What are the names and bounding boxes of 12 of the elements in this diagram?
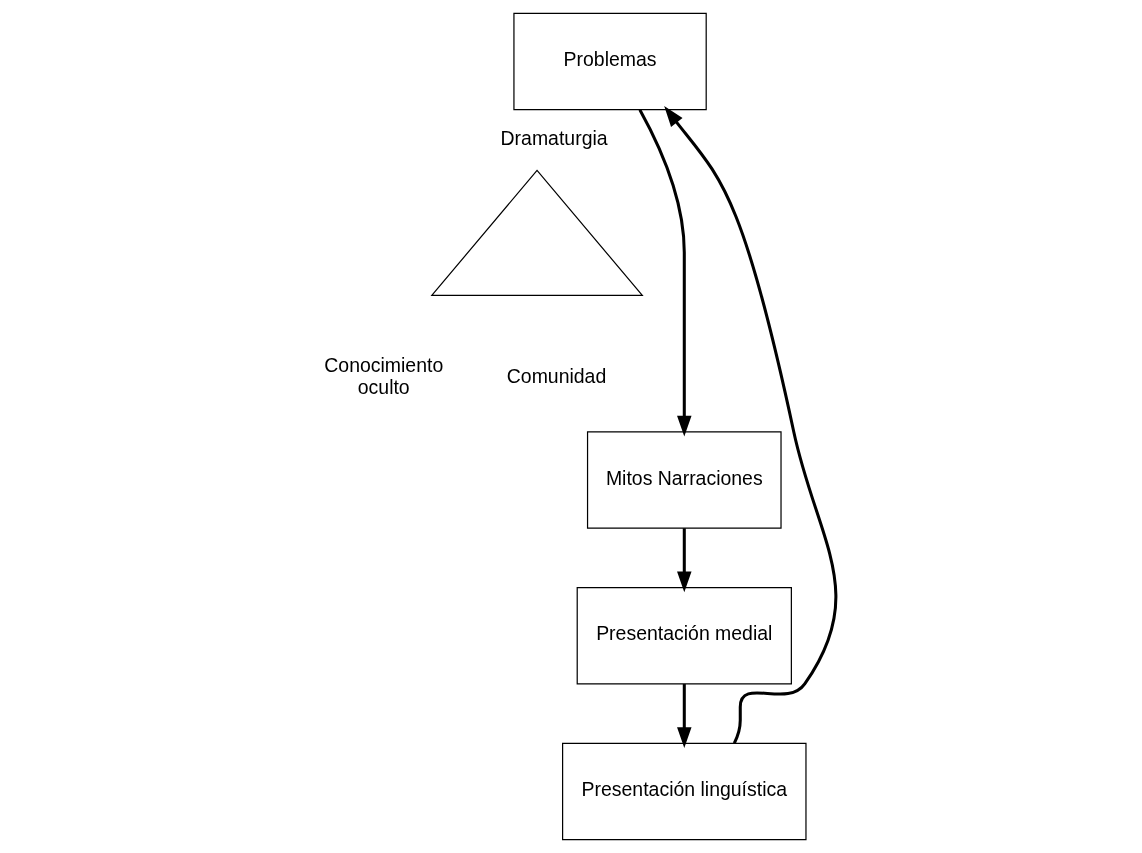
node-label: Comunidad — [506, 365, 607, 388]
node-label: Conocimiento oculto — [324, 354, 444, 399]
arrow — [664, 106, 838, 744]
node-box: Mitos Narraciones — [586, 431, 782, 529]
node-box: Presentación medial — [576, 587, 792, 685]
node-triangle — [430, 169, 644, 296]
arrow — [677, 528, 692, 593]
node-label: Dramaturgia — [500, 126, 608, 149]
node-box: Presentación linguística — [562, 742, 807, 841]
node-box: Problemas — [513, 12, 707, 111]
arrow — [677, 684, 692, 748]
arrow — [638, 109, 692, 437]
